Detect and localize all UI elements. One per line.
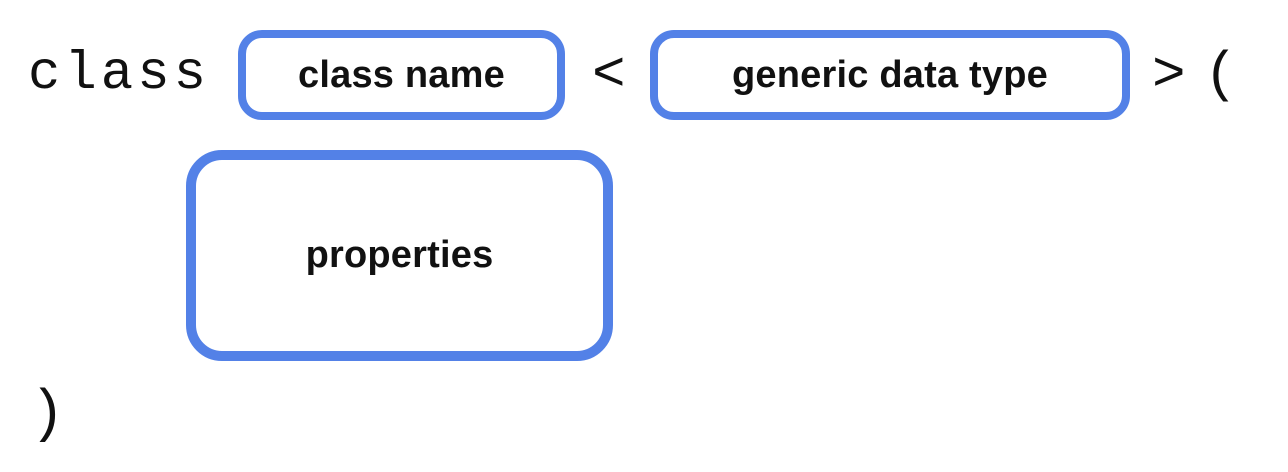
open-angle-bracket: < <box>592 43 626 107</box>
generic-data-type-placeholder-box: generic data type <box>650 30 1130 120</box>
class-name-label: class name <box>298 53 505 96</box>
class-name-placeholder-box: class name <box>238 30 565 120</box>
properties-label: properties <box>305 234 494 276</box>
properties-placeholder-box: properties <box>186 150 613 361</box>
class-keyword: class <box>28 44 211 105</box>
close-angle-bracket: > <box>1152 43 1186 107</box>
open-parenthesis: ( <box>1204 43 1238 107</box>
generic-data-type-label: generic data type <box>732 53 1048 96</box>
close-parenthesis: ) <box>30 383 65 448</box>
